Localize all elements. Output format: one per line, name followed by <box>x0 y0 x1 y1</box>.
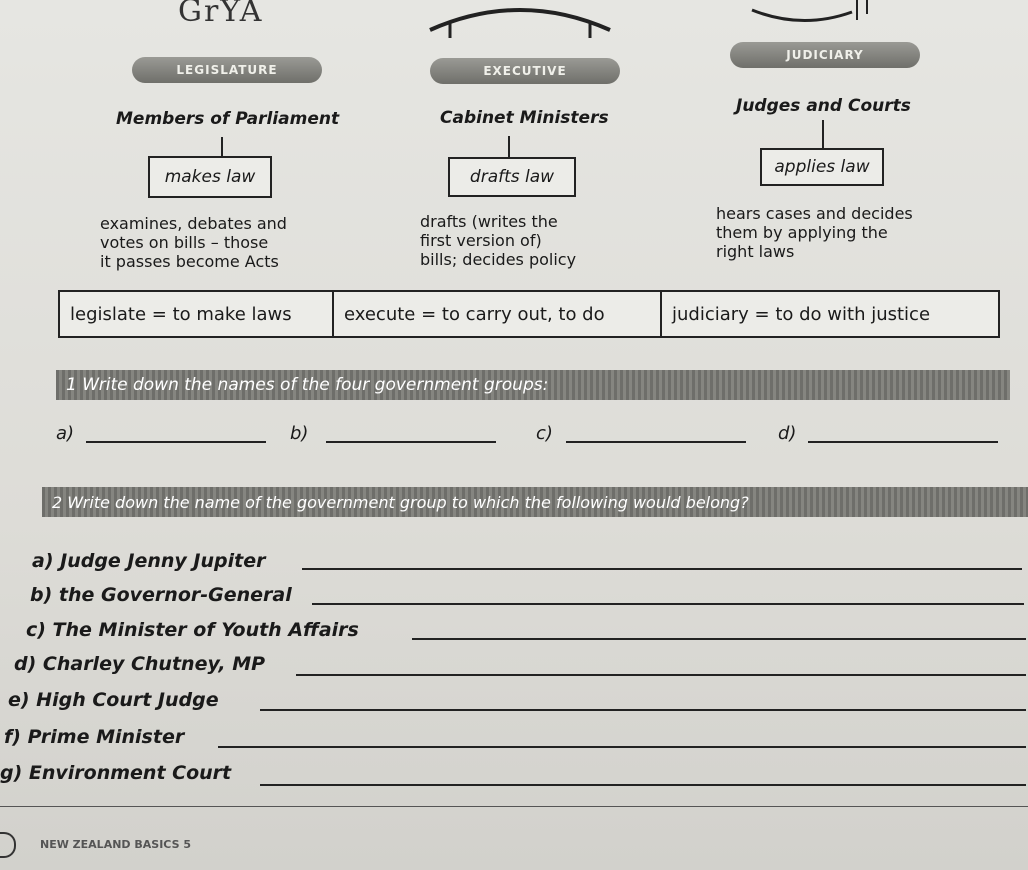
q1-answer-c-line[interactable] <box>566 441 746 443</box>
judiciary-banner: JUDICIARY <box>730 42 920 68</box>
executive-desc-line: first version of) <box>420 231 542 250</box>
judiciary-desc-line: them by applying the <box>716 223 888 242</box>
q2-answer-d-line[interactable] <box>296 674 1026 676</box>
judiciary-description: hears cases and decides them by applying… <box>716 204 913 261</box>
q2-answer-a-line[interactable] <box>302 568 1022 570</box>
executive-role-box: drafts law <box>448 157 576 197</box>
q1-answer-d-line[interactable] <box>808 441 998 443</box>
legislature-connector <box>221 137 223 157</box>
executive-members: Cabinet Ministers <box>440 108 609 128</box>
q1-label-b: b) <box>290 423 309 444</box>
definition-execute: execute = to carry out, to do <box>334 292 662 336</box>
q1-label-c: c) <box>536 423 553 444</box>
legislature-desc-line: it passes become Acts <box>100 252 279 271</box>
judiciary-role-box: applies law <box>760 148 884 186</box>
q2-answer-e-line[interactable] <box>260 709 1026 711</box>
q2-answer-g-line[interactable] <box>260 784 1026 786</box>
legislature-banner: LEGISLATURE <box>132 57 322 83</box>
q1-label-a: a) <box>56 423 75 444</box>
judiciary-connector <box>822 120 824 150</box>
legislature-description: examines, debates and votes on bills – t… <box>100 214 287 271</box>
legislature-role-box: makes law <box>148 156 272 198</box>
judiciary-members: Judges and Courts <box>736 96 911 116</box>
q2-item-d: d) Charley Chutney, MP <box>14 653 266 675</box>
legislature-desc-line: examines, debates and <box>100 214 287 233</box>
q2-item-e: e) High Court Judge <box>8 689 219 711</box>
q2-item-c: c) The Minister of Youth Affairs <box>26 619 359 641</box>
q2-item-g: g) Environment Court <box>0 762 232 784</box>
executive-banner: EXECUTIVE <box>430 58 620 84</box>
legislature-desc-line: votes on bills – those <box>100 233 269 252</box>
footer-series-title: NEW ZEALAND BASICS 5 <box>40 838 191 851</box>
q2-item-a: a) Judge Jenny Jupiter <box>32 550 266 572</box>
definitions-table: legislate = to make laws execute = to ca… <box>58 290 1000 338</box>
question-2-prompt: 2 Write down the name of the government … <box>42 487 1028 517</box>
executive-desc-line: bills; decides policy <box>420 250 577 269</box>
definition-judiciary: judiciary = to do with justice <box>672 303 931 325</box>
executive-connector <box>508 136 510 158</box>
legislature-members: Members of Parliament <box>116 109 340 129</box>
scales-of-justice-icon <box>751 0 868 23</box>
q1-answer-b-line[interactable] <box>326 441 496 443</box>
executive-desc-line: drafts (writes the <box>420 212 558 231</box>
footer-mark <box>0 832 16 858</box>
q2-answer-b-line[interactable] <box>312 603 1024 605</box>
header-scrawl: GrYA <box>178 0 264 29</box>
parliament-building-icon <box>429 8 611 38</box>
definition-legislate: legislate = to make laws <box>60 292 334 336</box>
q1-label-d: d) <box>778 423 797 444</box>
question-1-prompt: 1 Write down the names of the four gover… <box>56 370 1010 400</box>
q2-answer-f-line[interactable] <box>218 746 1026 748</box>
judiciary-desc-line: right laws <box>716 242 795 261</box>
judiciary-desc-line: hears cases and decides <box>716 204 913 223</box>
q1-answer-a-line[interactable] <box>86 441 266 443</box>
executive-description: drafts (writes the first version of) bil… <box>420 212 576 269</box>
q2-item-f: f) Prime Minister <box>4 726 185 748</box>
page-divider <box>0 806 1028 807</box>
q2-answer-c-line[interactable] <box>412 638 1026 640</box>
q2-item-b: b) the Governor-General <box>30 584 292 606</box>
